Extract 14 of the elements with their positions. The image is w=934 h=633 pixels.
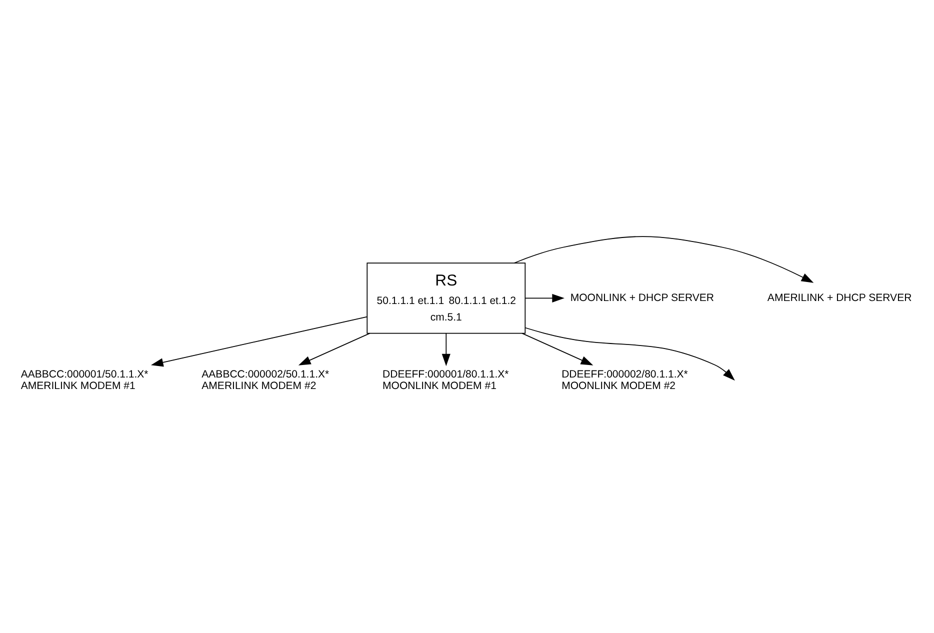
node-text: DDEEFF:000001/80.1.1.X* MOONLINK MODEM #1	[382, 368, 509, 392]
arrow	[524, 294, 564, 302]
node-text: AABBCC:000002/50.1.1.X* AMERILINK MODEM #2	[202, 368, 330, 392]
node-text: AABBCC:000001/50.1.1.X* AMERILINK MODEM #1	[20, 368, 148, 392]
node-box: RS 50.1.1.1 et.1.1 80.1.1.1 et.1.2 cm.5.1	[366, 262, 526, 334]
node-text: MOONLINK + DHCP SERVER	[570, 292, 714, 304]
arrow	[514, 236, 814, 283]
arrow	[298, 332, 370, 366]
node-text: AMERILINK + DHCP SERVER	[767, 292, 912, 304]
node-text: DDEEFF:000002/80.1.1.X* MOONLINK MODEM #2	[562, 368, 688, 392]
arrow	[522, 332, 594, 366]
arrow	[442, 332, 450, 366]
arrow	[524, 327, 735, 381]
arrow	[150, 316, 368, 367]
